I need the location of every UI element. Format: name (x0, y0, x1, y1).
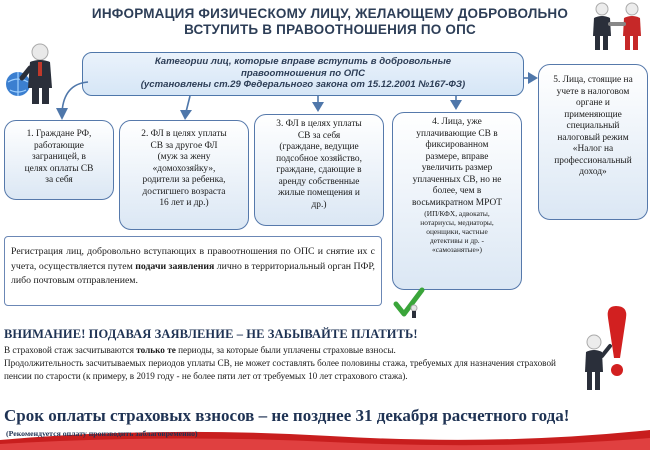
category-box-2: 2. ФЛ в целях уплаты СВ за другое ФЛ (му… (119, 120, 249, 230)
warning-paragraph-1: В страховой стаж засчитываются только те… (4, 345, 396, 355)
payment-deadline: Срок оплаты страховых взносов – не поздн… (4, 406, 570, 425)
warning-paragraph-2: Продолжительность засчитываемых периодов… (4, 357, 556, 381)
page-title: ИНФОРМАЦИЯ ФИЗИЧЕСКОМУ ЛИЦУ, ЖЕЛАЮЩЕМУ Д… (91, 6, 569, 37)
category-box-5: 5. Лица, стоящие на учете в налоговом ор… (538, 64, 648, 220)
categories-banner: Категории лиц, которые вправе вступить в… (82, 52, 524, 96)
warning-heading: ВНИМАНИЕ! ПОДАВАЯ ЗАЯВЛЕНИЕ – НЕ ЗАБЫВАЙ… (4, 327, 418, 341)
category-box-1: 1. Граждане РФ, работающие заграницей, в… (4, 120, 114, 200)
category-box-4: 4. Лица, уже уплачивающие СВ в фиксирова… (392, 112, 522, 290)
person-globe-icon (6, 43, 52, 104)
warning-body: В страховой стаж засчитываются только те… (4, 344, 580, 382)
checkmark-figure-icon (393, 287, 425, 318)
connector-arrows (56, 72, 538, 120)
person-exclamation-icon (585, 306, 627, 390)
footer-wave (0, 430, 650, 450)
payment-deadline-note: (Рекомендуется оплату производить заблаг… (6, 429, 198, 438)
category-box-3: 3. ФЛ в целях уплаты СВ за себя (граждан… (254, 114, 384, 226)
registration-note: Регистрация лиц, добровольно вступающих … (4, 236, 382, 306)
handshake-figures-icon (593, 2, 641, 50)
